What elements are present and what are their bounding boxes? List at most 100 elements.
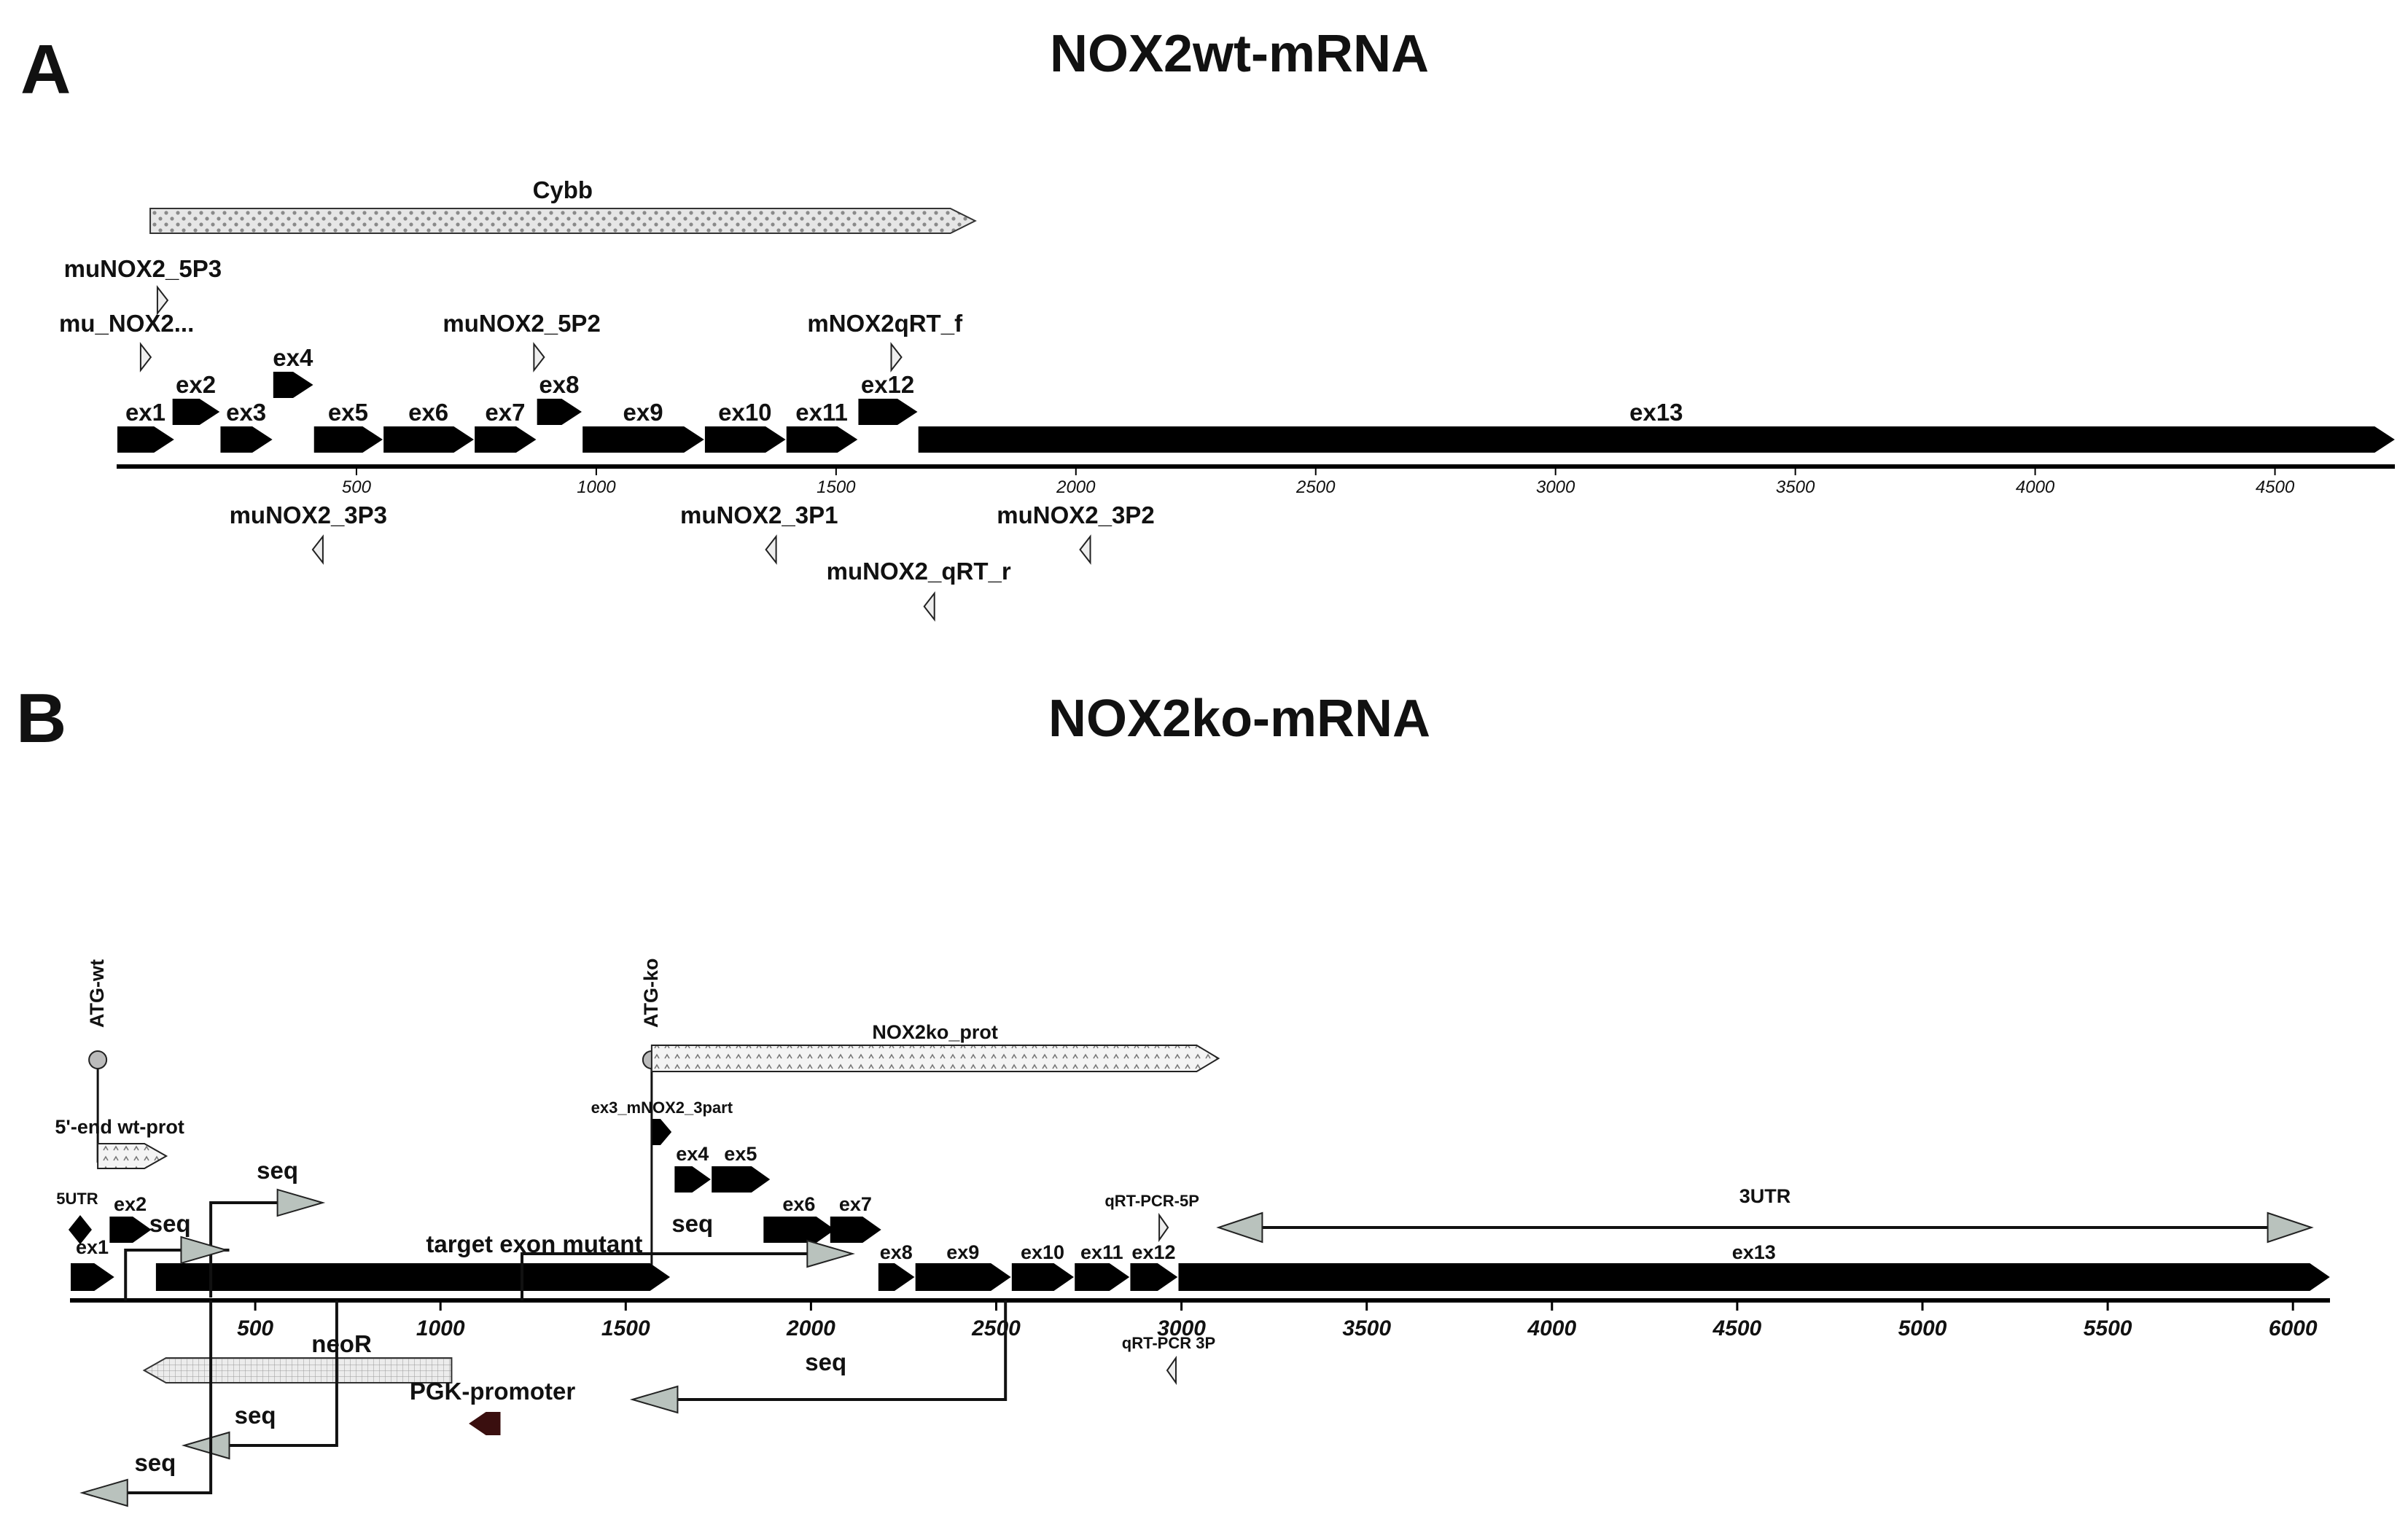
axis-tick-label: 4500 bbox=[2256, 477, 2295, 497]
exon-arrow bbox=[674, 1166, 711, 1193]
exon-label: ex9 bbox=[946, 1241, 979, 1263]
exon-arrow bbox=[858, 399, 918, 425]
axis-tick-label: 2500 bbox=[971, 1316, 1021, 1340]
panel-a-title: NOX2wt-mRNA bbox=[1050, 25, 1429, 83]
seq-label: seq bbox=[149, 1210, 191, 1237]
promoter-label: PGK-promoter bbox=[410, 1378, 576, 1405]
exon-arrow bbox=[155, 1263, 671, 1291]
axis-tick-label: 6000 bbox=[2269, 1316, 2318, 1340]
exon-label: ex12 bbox=[861, 371, 914, 398]
axis-tick-label: 4000 bbox=[2016, 477, 2055, 497]
exon-label: ex4 bbox=[273, 344, 313, 371]
exon-label: ex7 bbox=[485, 399, 525, 426]
primer-fwd-marker bbox=[139, 342, 152, 372]
axis-tick-label: 1000 bbox=[416, 1316, 465, 1340]
promoter-arrow bbox=[469, 1412, 501, 1435]
exon-arrow bbox=[830, 1217, 881, 1243]
site-marker bbox=[88, 1050, 108, 1069]
exon-label: ex10 bbox=[718, 399, 771, 426]
exon-arrow bbox=[786, 426, 858, 453]
seq-arrowhead bbox=[181, 1431, 230, 1460]
seq-trace bbox=[211, 1300, 338, 1447]
exon-label: ex3_mNOX2_3part bbox=[591, 1098, 733, 1117]
exon-label: ex13 bbox=[1629, 399, 1683, 426]
site-label: ATG-wt bbox=[86, 959, 108, 1028]
axis-tick-label: 4000 bbox=[1527, 1316, 1576, 1340]
exon-label: ex5 bbox=[328, 399, 368, 426]
exon-label: ex4 bbox=[676, 1143, 709, 1165]
exon-arrow bbox=[915, 1263, 1011, 1291]
seq-trace bbox=[655, 1300, 1008, 1401]
exon-label: ex2 bbox=[114, 1193, 147, 1215]
seq-trace bbox=[209, 1201, 296, 1297]
exon-label: ex10 bbox=[1021, 1241, 1064, 1263]
exon-label: ex8 bbox=[880, 1241, 913, 1263]
utr-arrowhead bbox=[1216, 1211, 1263, 1244]
axis-tick-label: 3000 bbox=[1536, 477, 1575, 497]
seq-arrowhead bbox=[79, 1478, 128, 1507]
utr-label: 3UTR bbox=[1739, 1185, 1791, 1207]
protein-label: 5'-end wt-prot bbox=[55, 1116, 184, 1138]
primer-rev-marker bbox=[1079, 534, 1091, 565]
primer-label: muNOX2_3P2 bbox=[997, 501, 1154, 528]
seq-trace bbox=[103, 1300, 213, 1494]
primer-label: muNOX2_3P3 bbox=[230, 501, 387, 528]
exon-arrow bbox=[537, 399, 582, 425]
axis-tick-label: 500 bbox=[342, 477, 372, 497]
exon-arrow bbox=[582, 426, 704, 453]
utr5-diamond bbox=[68, 1215, 92, 1244]
exon-arrow bbox=[652, 1119, 672, 1145]
primer-label: muNOX2_qRT_r bbox=[827, 558, 1011, 585]
exon-arrow bbox=[273, 372, 313, 398]
axis-tick-label: 3500 bbox=[1776, 477, 1815, 497]
exon-arrow bbox=[117, 426, 174, 453]
protein-arrow bbox=[650, 1045, 1220, 1072]
seq-arrowhead bbox=[276, 1188, 326, 1217]
axis-tick-label: 1000 bbox=[577, 477, 616, 497]
primer-rev-marker bbox=[765, 534, 777, 565]
cds-label: Cybb bbox=[533, 176, 593, 203]
exon-arrow bbox=[220, 426, 273, 453]
primer-rev-marker bbox=[1166, 1355, 1177, 1386]
axis-tick-label: 5500 bbox=[2084, 1316, 2132, 1340]
axis-tick-label: 2000 bbox=[786, 1316, 835, 1340]
exon-label: ex8 bbox=[539, 371, 579, 398]
panel-a-letter: A bbox=[20, 31, 71, 109]
seq-arrowhead bbox=[629, 1385, 679, 1414]
site-label: ATG-ko bbox=[640, 959, 662, 1029]
exon-arrow bbox=[313, 426, 383, 453]
exon-label: ex6 bbox=[782, 1193, 815, 1215]
exon-label: ex3 bbox=[226, 399, 266, 426]
axis-tick-label: 1500 bbox=[817, 477, 856, 497]
panel-b-letter: B bbox=[16, 679, 66, 757]
axis-tick-label: 3500 bbox=[1342, 1316, 1391, 1340]
primer-label: mu_NOX2... bbox=[59, 310, 194, 337]
exon-label: ex13 bbox=[1732, 1241, 1776, 1263]
exon-label: ex7 bbox=[839, 1193, 872, 1215]
panel-b-title: NOX2ko-mRNA bbox=[1048, 690, 1430, 748]
seq-arrowhead bbox=[180, 1236, 230, 1265]
primer-rev-marker bbox=[923, 591, 935, 622]
exon-arrow bbox=[918, 426, 2395, 453]
primer-fwd-marker bbox=[156, 285, 169, 316]
seq-label: seq bbox=[671, 1210, 713, 1237]
exon-label: ex5 bbox=[724, 1143, 757, 1165]
exon-label: ex2 bbox=[176, 371, 216, 398]
exon-arrow bbox=[109, 1217, 152, 1243]
exon-arrow bbox=[763, 1217, 835, 1243]
exon-arrow bbox=[475, 426, 537, 453]
exon-arrow bbox=[383, 426, 474, 453]
cds-arrow bbox=[149, 208, 977, 234]
exon-arrow bbox=[172, 399, 220, 425]
seq-arrowhead bbox=[806, 1239, 855, 1268]
exon-label: 5UTR bbox=[56, 1190, 98, 1208]
exon-label: ex11 bbox=[795, 399, 848, 426]
exon-arrow bbox=[1011, 1263, 1074, 1291]
axis-tick-label: 2000 bbox=[1056, 477, 1096, 497]
primer-label: muNOX2_3P1 bbox=[680, 501, 838, 528]
exon-arrow bbox=[712, 1166, 771, 1193]
exon-arrow bbox=[1075, 1263, 1130, 1291]
